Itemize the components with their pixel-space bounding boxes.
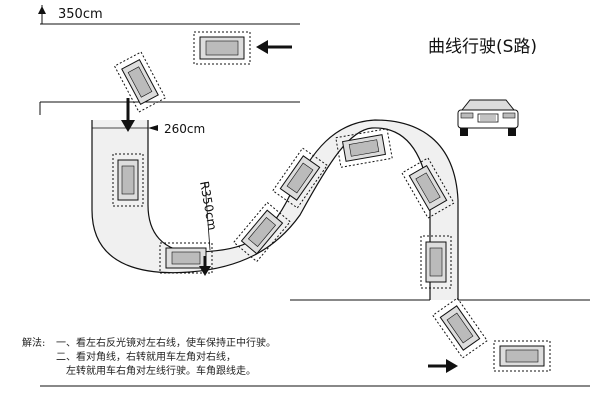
arrow-left-icon: [256, 40, 292, 54]
top-boundary: [38, 5, 300, 25]
notes-prefix: 解法:: [22, 336, 45, 349]
notes-line-1: 一、看左右反光镜对左右线，使车保持正中行驶。: [56, 336, 276, 349]
arrow-right-icon: [428, 359, 458, 373]
car-front-icon: [457, 99, 519, 136]
radius-label: R350cm: [197, 180, 219, 231]
arrow-down-icon: [121, 98, 135, 132]
radius-line: [204, 181, 211, 251]
width-label-350: 350cm: [58, 7, 103, 22]
car-topview-7: [335, 128, 393, 168]
width-label-260: 260cm: [164, 122, 205, 136]
car-topview-4: [159, 242, 213, 274]
s-road: [91, 119, 459, 300]
car-topview-3: [112, 153, 144, 207]
car-topview-11: [493, 340, 551, 372]
car-topview-1: [193, 31, 251, 65]
lane-width-marker: [92, 125, 158, 131]
arrow-down-icon: [199, 256, 211, 276]
notes-line-3: 左转就用车右角对左线行驶。车角跟线走。: [66, 364, 256, 377]
car-topview-9: [420, 235, 452, 289]
notes-line-2: 二、看对角线，右转就用车左角对右线，: [56, 350, 236, 363]
diagram-title: 曲线行驶(S路): [428, 37, 537, 57]
car-topview-10: [432, 297, 488, 359]
car-topview-2: [113, 51, 167, 113]
